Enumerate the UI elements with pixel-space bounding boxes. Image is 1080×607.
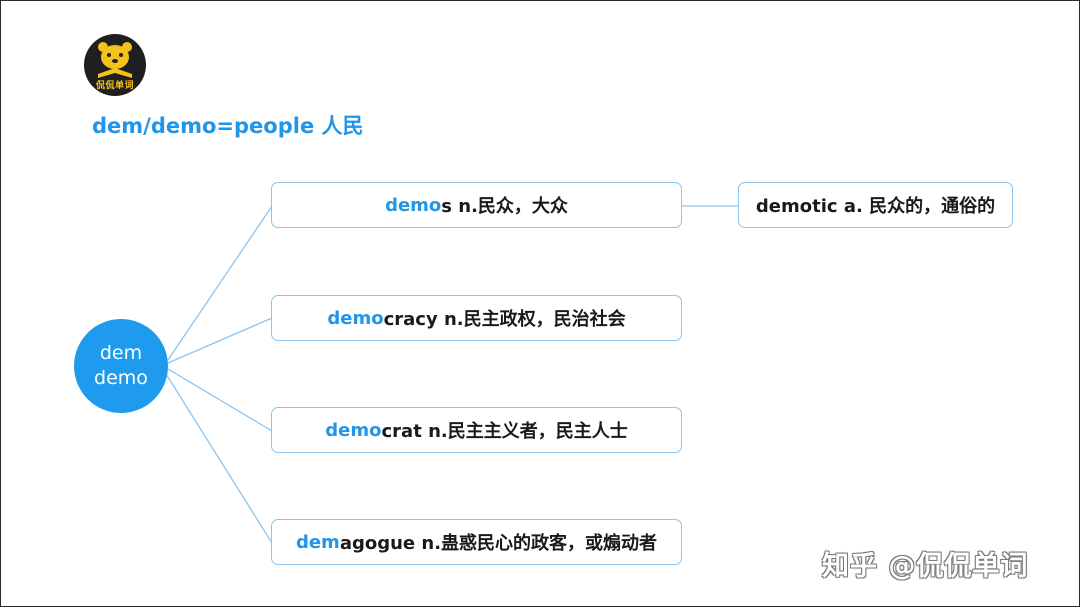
logo-label: 侃侃单词	[95, 81, 134, 91]
connector-democrat	[167, 368, 273, 432]
bear-reading-icon	[98, 42, 132, 78]
node-text: agogue n.蛊惑民心的政客，或煽动者	[339, 533, 658, 554]
node-root-highlight: demo	[385, 194, 442, 216]
root-line-2: demo	[94, 367, 148, 389]
connector-demos	[167, 205, 273, 361]
node-root-highlight: dem	[295, 531, 340, 553]
page-title: dem/demo=people 人民	[92, 114, 364, 138]
node-text: crat n.民主主义者，民主人士	[381, 421, 628, 442]
logo: 侃侃单词	[84, 34, 146, 96]
connector-demagogue	[165, 373, 273, 544]
node-text: demotic a. 民众的，通俗的	[755, 196, 996, 217]
connector-democracy	[167, 317, 273, 364]
node-text: cracy n.民主政权，民治社会	[383, 309, 626, 330]
node-text: s n.民众，大众	[441, 196, 568, 217]
node-root-highlight: demo	[325, 419, 382, 441]
root-line-1: dem	[99, 342, 143, 364]
root-node: dem demo	[74, 319, 168, 413]
watermark: 知乎 @侃侃单词	[822, 551, 1029, 582]
node-demotic: demotic a. 民众的，通俗的	[738, 182, 1013, 228]
node-root-highlight: demo	[327, 307, 384, 329]
